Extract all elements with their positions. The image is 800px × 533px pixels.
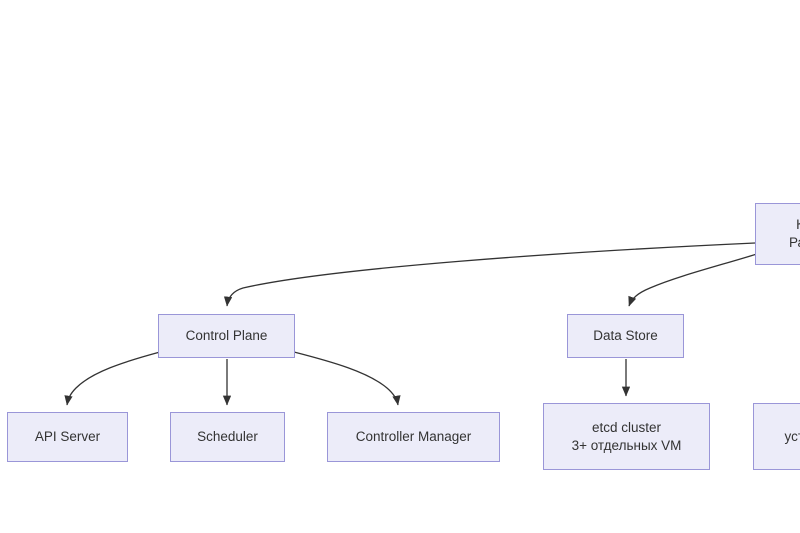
node-controller-manager-label: Controller Manager	[355, 429, 472, 444]
node-scheduler-label: Scheduler	[197, 429, 258, 444]
node-control-plane[interactable]: Control Plane	[158, 314, 295, 358]
edge-control-plane-to-api-server	[64, 351, 161, 406]
node-data-store[interactable]: Data Store	[567, 314, 684, 358]
node-root[interactable]: К Раз	[755, 203, 800, 265]
node-root-line-2: Раз	[788, 235, 800, 250]
node-install[interactable]: уста	[753, 403, 800, 470]
node-root-line-1: К	[796, 216, 800, 234]
edge-control-plane-to-controller-manager	[293, 351, 401, 406]
node-controller-manager[interactable]: Controller Manager	[327, 412, 500, 462]
node-api-server[interactable]: API Server	[7, 412, 128, 462]
node-scheduler[interactable]: Scheduler	[170, 412, 285, 462]
node-etcd-cluster[interactable]: etcd cluster 3+ отдельных VM	[543, 403, 710, 470]
node-etcd-cluster-line-1: etcd cluster	[591, 419, 662, 435]
node-api-server-label: API Server	[34, 429, 101, 444]
node-data-store-label: Data Store	[593, 328, 658, 343]
node-etcd-cluster-line-2: 3+ отдельных VM	[571, 437, 682, 453]
edge-root-to-data-store	[628, 253, 758, 307]
node-control-plane-label: Control Plane	[185, 328, 268, 343]
edge-root-to-control-plane	[223, 242, 756, 307]
node-install-label: уста	[784, 428, 800, 444]
